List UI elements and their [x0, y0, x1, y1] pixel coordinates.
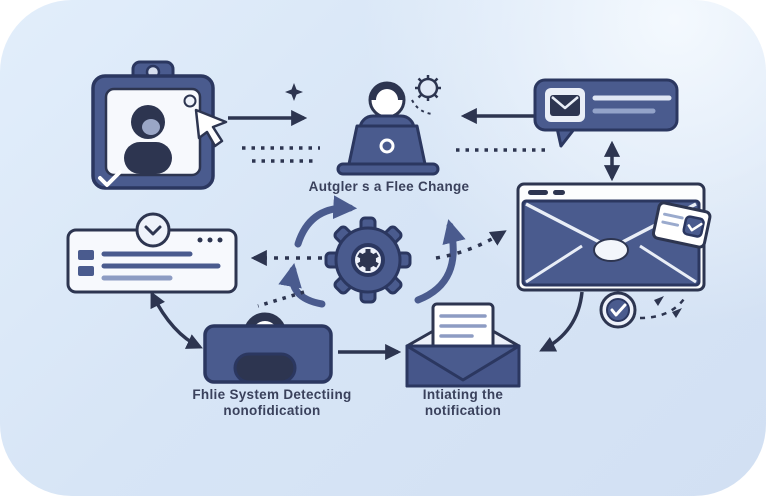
- caption-envelope-line2: notification: [424, 403, 502, 419]
- sparkle-icon: [285, 83, 303, 101]
- dotted-line-gear-lower-left: [257, 290, 305, 308]
- curved-arrow-browser-to-envelope: [539, 291, 584, 352]
- clipboard-user-card-icon: [91, 60, 215, 190]
- curved-arrow-card-to-monitor: [150, 291, 203, 349]
- caption-envelope-line1: Intiating the: [422, 387, 504, 402]
- caption-monitor-line2: nonofidication: [223, 403, 321, 419]
- envelope-browser-icon: [516, 182, 712, 292]
- gear-badge-icon: [411, 75, 441, 115]
- curved-arrow-top: [294, 195, 358, 248]
- user-at-laptop-icon: [285, 75, 441, 176]
- message-bubble-icon: [533, 78, 679, 148]
- approval-card-icon: [651, 201, 712, 249]
- dashed-doodle-curve: [639, 295, 688, 320]
- dashed-arrow-gear-to-envelope: [435, 230, 507, 260]
- curved-arrow-bottom-left: [278, 262, 326, 308]
- open-envelope-icon: [405, 302, 521, 388]
- caption-laptop-text: Autgler s a Flee Change: [308, 179, 470, 194]
- caption-laptop: Autgler s a Flee Change: [269, 179, 509, 195]
- check-seal-icon: [599, 291, 637, 329]
- process-gear-icon: [324, 216, 412, 304]
- doodle-mark-1: [654, 296, 664, 306]
- curved-arrow-right: [414, 219, 466, 304]
- caption-monitor-line1: Fhlie System Detectiing: [192, 387, 352, 402]
- caption-envelope: Intiating the notification: [388, 387, 538, 419]
- user-at-monitor-icon: [203, 312, 333, 384]
- cursor-pointer-icon: [194, 108, 228, 148]
- doodle-mark-2: [672, 308, 682, 318]
- notification-card-icon: [66, 212, 238, 294]
- caption-monitor: Fhlie System Detectiing nonofidication: [177, 387, 367, 419]
